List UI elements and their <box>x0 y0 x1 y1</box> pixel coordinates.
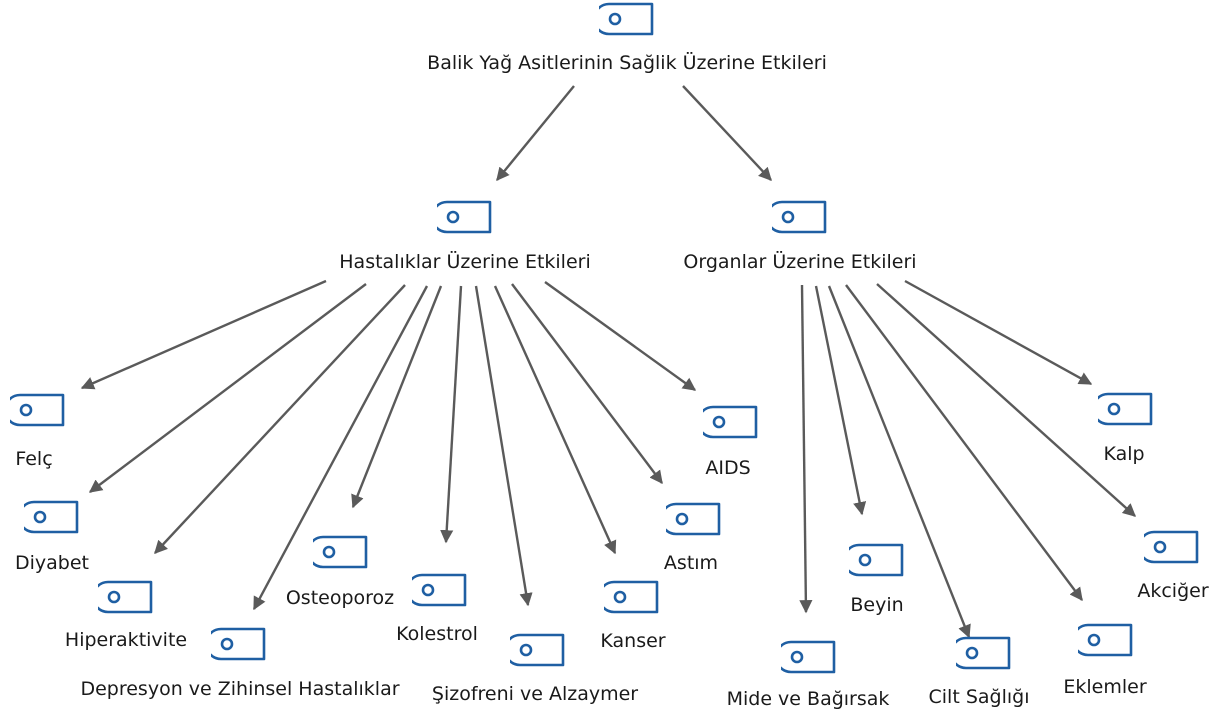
tag-icon <box>842 543 905 577</box>
edge-hastaliklar-hiperaktivite <box>154 284 406 554</box>
leaf-label-astim: Astım <box>663 552 719 574</box>
edge-organlar-eklemler <box>845 284 1083 602</box>
edge-hastaliklar-diyabet <box>88 283 367 493</box>
edge-hastaliklar-felc <box>80 279 327 390</box>
tag-icon <box>3 393 66 427</box>
edge-organlar-mide <box>799 284 813 614</box>
tag-icon <box>659 502 722 536</box>
tag-icon <box>405 573 468 607</box>
leaf-label-diyabet: Diyabet <box>15 552 89 574</box>
tag-icon <box>592 2 655 36</box>
edge-hastaliklar-depresyon <box>252 285 429 611</box>
leaf-label-beyin: Beyin <box>850 594 904 616</box>
leaf-label-cilt: Cilt Sağlığı <box>928 686 1030 708</box>
root-label: Balik Yağ Asitlerinin Sağlik Üzerine Etk… <box>427 52 827 74</box>
tag-icon <box>204 627 267 661</box>
tag-icon <box>765 200 828 234</box>
tag-icon <box>306 535 369 569</box>
branch-label-organlar: Organlar Üzerine Etkileri <box>683 251 917 273</box>
tag-icon <box>696 405 759 439</box>
edge-hastaliklar-osteoporoz <box>351 285 443 509</box>
tag-icon <box>430 200 493 234</box>
edge-organlar-cilt <box>827 285 971 639</box>
leaf-label-kanser: Kanser <box>600 630 666 652</box>
edge-organlar-akciger <box>876 283 1136 517</box>
edge-root-hastaliklar <box>496 85 575 182</box>
leaf-label-sizofreni: Şizofreni ve Alzaymer <box>431 683 639 705</box>
branch-label-hastaliklar: Hastalıklar Üzerine Etkileri <box>339 251 591 273</box>
tag-icon <box>597 580 660 614</box>
leaf-label-hiperaktivite: Hiperaktivite <box>64 629 188 651</box>
tag-icon <box>1071 623 1134 657</box>
edge-root-organlar <box>682 85 772 181</box>
edge-hastaliklar-astim <box>511 283 663 485</box>
leaf-label-aids: AIDS <box>705 457 751 479</box>
leaf-label-felc: Felç <box>15 448 53 470</box>
leaf-label-akciger: Akciğer <box>1137 580 1209 602</box>
tag-icon <box>1091 392 1154 426</box>
leaf-label-kalp: Kalp <box>1103 443 1145 465</box>
edge-hastaliklar-sizofreni <box>474 285 533 607</box>
tag-icon <box>1137 530 1200 564</box>
tag-icon <box>949 636 1012 670</box>
edge-organlar-beyin <box>814 285 867 516</box>
edge-hastaliklar-kanser <box>493 285 617 555</box>
leaf-label-osteoporoz: Osteoporoz <box>285 587 395 609</box>
tag-icon <box>17 500 80 534</box>
leaf-label-eklemler: Eklemler <box>1063 676 1147 698</box>
leaf-label-kolestrol: Kolestrol <box>396 623 478 645</box>
tag-icon <box>91 580 154 614</box>
leaf-label-depresyon: Depresyon ve Zihinsel Hastalıklar <box>80 678 400 700</box>
edge-organlar-kalp <box>904 279 1093 386</box>
leaf-label-mide: Mide ve Bağırsak <box>726 688 890 710</box>
edge-hastaliklar-kolestrol <box>440 285 463 544</box>
tag-icon <box>774 640 837 674</box>
edge-hastaliklar-aids <box>544 281 697 391</box>
tag-icon <box>503 633 566 667</box>
